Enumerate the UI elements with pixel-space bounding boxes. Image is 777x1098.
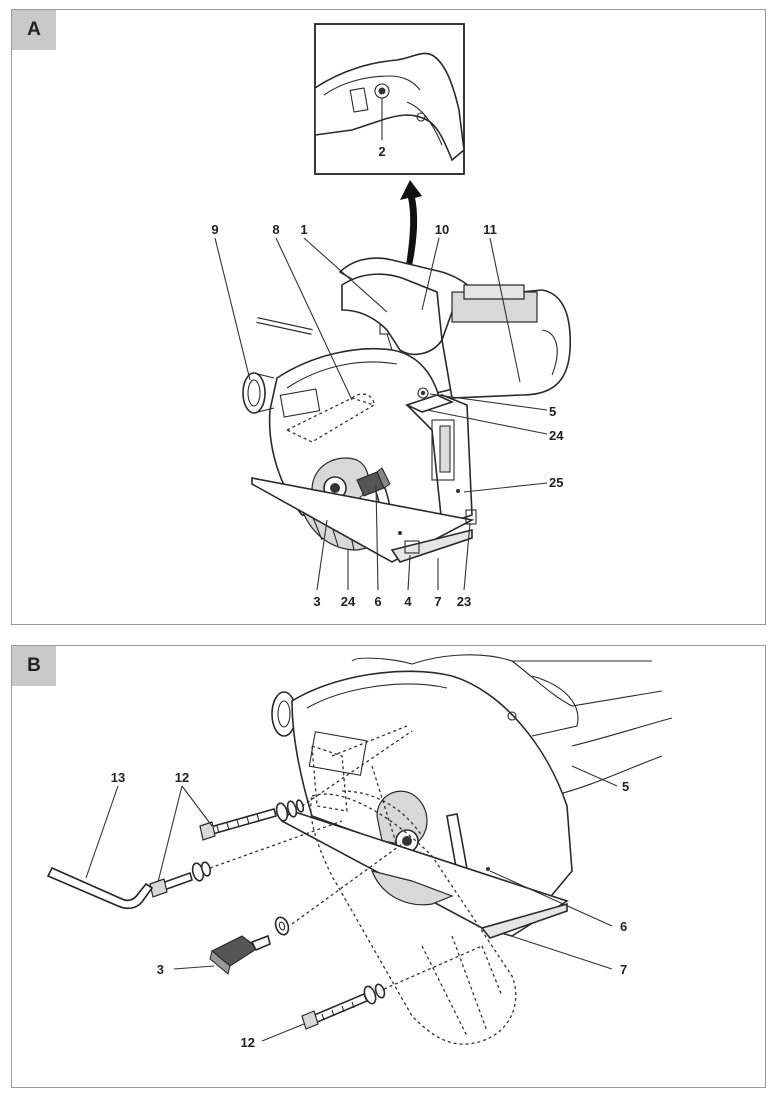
- label-3-b: 3: [157, 962, 164, 977]
- panel-b: B: [11, 645, 766, 1088]
- label-12-top: 12: [175, 770, 189, 785]
- label-7-b: 7: [620, 962, 627, 977]
- label-8: 8: [272, 222, 279, 237]
- label-6: 6: [374, 594, 381, 609]
- circular-saw-main: [242, 257, 571, 563]
- label-2: 2: [378, 144, 385, 159]
- dashed-blade-assembly: [310, 725, 517, 1045]
- panel-b-tag: B: [12, 646, 56, 686]
- label-9: 9: [211, 222, 218, 237]
- label-24-bottom: 24: [341, 594, 356, 609]
- label-25: 25: [549, 475, 563, 490]
- panel-a-figure: 2: [211, 23, 571, 609]
- label-6-b: 6: [620, 919, 627, 934]
- label-24-right: 24: [549, 428, 564, 443]
- hex-key-part-13: [46, 866, 154, 910]
- label-3: 3: [313, 594, 320, 609]
- label-1: 1: [300, 222, 307, 237]
- leader-lines-a: [214, 237, 548, 591]
- bolts-and-washers: [149, 730, 483, 1030]
- leader-lines-b: [85, 765, 618, 1042]
- inset-handle-detail: [314, 23, 465, 175]
- label-11: 11: [483, 222, 497, 237]
- label-4: 4: [404, 594, 412, 609]
- panel-a-tag: A: [12, 10, 56, 50]
- knob-part-3: [209, 916, 290, 975]
- label-7: 7: [434, 594, 441, 609]
- panel-b-figure: 13 12 5 6 3 7 12: [46, 654, 673, 1050]
- panel-a: A 2: [11, 9, 766, 625]
- label-12-bottom: 12: [241, 1035, 255, 1050]
- saw-housing-b: [271, 654, 673, 939]
- label-23: 23: [457, 594, 471, 609]
- arrow-to-inset: [400, 180, 422, 266]
- label-5-b: 5: [622, 779, 629, 794]
- label-10: 10: [435, 222, 449, 237]
- label-13: 13: [111, 770, 125, 785]
- label-5: 5: [549, 404, 556, 419]
